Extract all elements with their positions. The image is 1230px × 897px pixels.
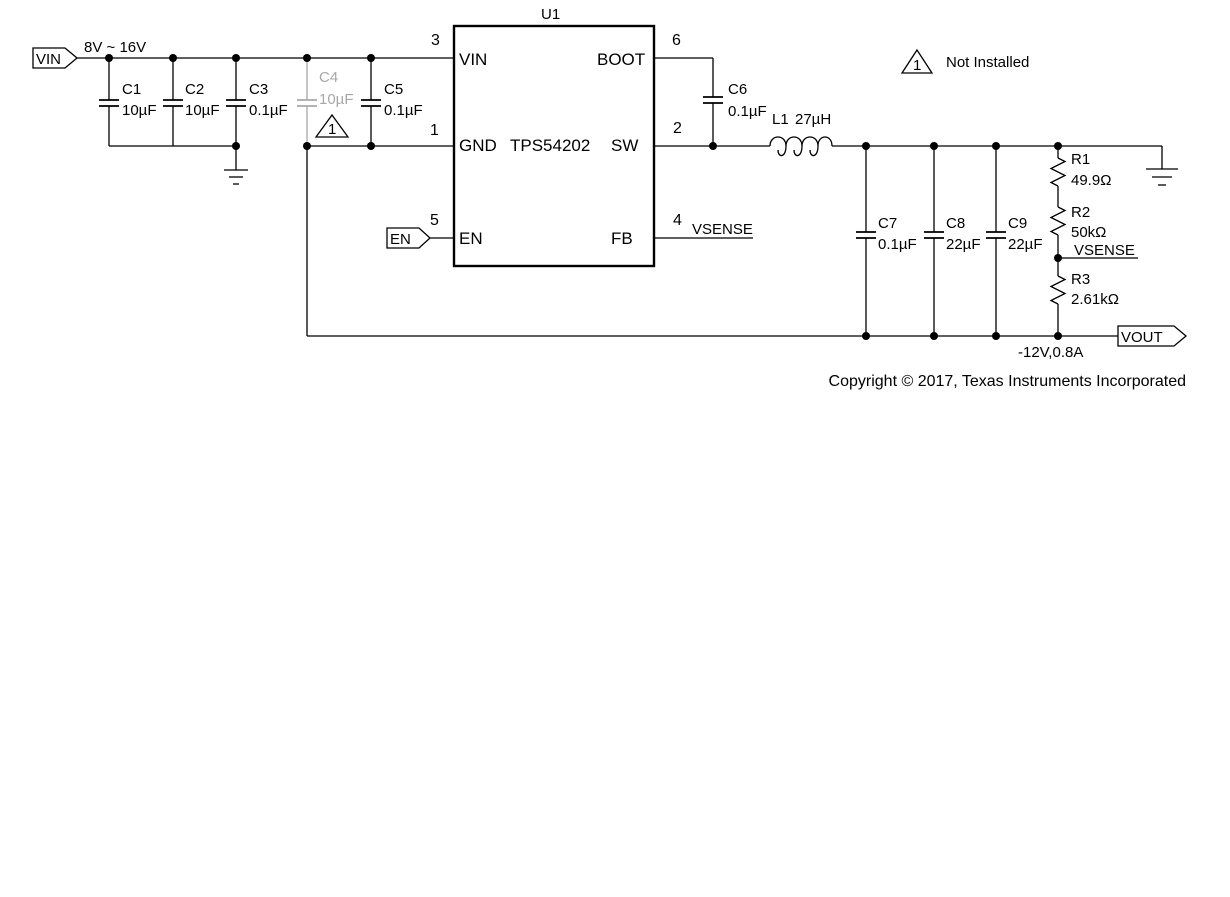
junction-dot	[367, 142, 375, 150]
c8-ref: C8	[946, 215, 965, 232]
vin-range-label: 8V ~ 16V	[84, 39, 146, 56]
capacitor-c4-not-installed: C4 10µF	[297, 58, 354, 146]
junction-dot	[105, 54, 113, 62]
vout-spec-label: -12V,0.8A	[1018, 344, 1083, 361]
legend-marker-number: 1	[913, 57, 921, 74]
c4-not-installed-marker: 1	[314, 113, 350, 138]
c8-value: 22µF	[946, 236, 981, 253]
inductor-l1: L1 27µH	[769, 111, 833, 157]
legend-text: Not Installed	[946, 54, 1029, 71]
r1-value: 49.9Ω	[1071, 172, 1111, 189]
en-port-label: EN	[390, 231, 411, 248]
capacitor-c8: C8 22µF	[924, 146, 981, 336]
capacitor-c5: C5 0.1µF	[361, 58, 423, 146]
ic-ref-label: U1	[541, 6, 560, 23]
c2-ref: C2	[185, 81, 204, 98]
resistor-r3: R3 2.61kΩ	[1049, 258, 1119, 336]
vin-port-flag	[32, 47, 79, 69]
input-section: VIN 8V ~ 16V C1 10µF C2 10µF C3	[32, 39, 454, 336]
l1-ref: L1	[772, 111, 789, 128]
junction-dot	[992, 332, 1000, 340]
vout-port-flag	[1117, 325, 1188, 347]
c6-ref: C6	[728, 81, 747, 98]
junction-dot	[992, 142, 1000, 150]
c1-ref: C1	[122, 81, 141, 98]
c7-ref: C7	[878, 215, 897, 232]
c1-value: 10µF	[122, 102, 157, 119]
junction-dot	[930, 142, 938, 150]
junction-dot	[862, 332, 870, 340]
input-ground-symbol	[224, 169, 248, 185]
c9-ref: C9	[1008, 215, 1027, 232]
junction-dot	[1054, 254, 1062, 262]
vsense-fb-label: VSENSE	[692, 221, 753, 238]
vin-port-label: VIN	[36, 51, 61, 68]
junction-dot	[862, 142, 870, 150]
junction-dot	[303, 142, 311, 150]
junction-dot	[367, 54, 375, 62]
vout-port-label: VOUT	[1121, 329, 1163, 346]
c5-ref: C5	[384, 81, 403, 98]
r3-ref: R3	[1071, 271, 1090, 288]
legend-triangle-icon	[900, 48, 934, 74]
resistor-r2: R2 50kΩ	[1049, 204, 1106, 258]
pin-sw-number: 2	[673, 120, 682, 137]
c3-ref: C3	[249, 81, 268, 98]
capacitor-c6: C6 0.1µF	[703, 58, 767, 146]
pin-sw-name: SW	[611, 136, 638, 155]
r2-value: 50kΩ	[1071, 224, 1106, 241]
junction-dot	[303, 54, 311, 62]
vsense-divider-label: VSENSE	[1074, 242, 1135, 259]
junction-dot	[232, 54, 240, 62]
c9-value: 22µF	[1008, 236, 1043, 253]
ic-part-label: TPS54202	[510, 136, 590, 155]
output-ground-symbol	[1146, 168, 1178, 186]
pin-fb-number: 4	[673, 212, 682, 229]
capacitor-c1: C1 10µF	[99, 58, 157, 146]
resistor-r1: R1 49.9Ω	[1049, 146, 1111, 207]
pin-vin-number: 3	[431, 32, 440, 49]
pin-gnd-number: 1	[430, 122, 439, 139]
capacitor-c2: C2 10µF	[163, 58, 220, 146]
junction-dot	[930, 332, 938, 340]
junction-dot	[1054, 142, 1062, 150]
junction-dot	[709, 142, 717, 150]
copyright-notice: Copyright © 2017, Texas Instruments Inco…	[829, 373, 1186, 390]
not-installed-legend: 1 Not Installed	[900, 48, 1029, 74]
c5-value: 0.1µF	[384, 102, 423, 119]
pin-vin-name: VIN	[459, 50, 487, 69]
en-port-flag	[386, 227, 431, 249]
output-section: C6 0.1µF L1 27µH C7 0.1µF	[307, 57, 1188, 361]
c2-value: 10µF	[185, 102, 220, 119]
c4-marker-number: 1	[328, 121, 336, 138]
c7-value: 0.1µF	[878, 236, 917, 253]
junction-dot	[232, 142, 240, 150]
c3-value: 0.1µF	[249, 102, 288, 119]
r1-ref: R1	[1071, 151, 1090, 168]
capacitor-c9: C9 22µF	[986, 146, 1043, 336]
c4-value: 10µF	[319, 91, 354, 108]
pin-fb-name: FB	[611, 229, 633, 248]
r2-ref: R2	[1071, 204, 1090, 221]
capacitor-c3: C3 0.1µF	[226, 58, 288, 146]
capacitor-c7: C7 0.1µF	[856, 146, 917, 336]
r3-value: 2.61kΩ	[1071, 291, 1119, 308]
ic-u1: U1 TPS54202 VIN GND EN BOOT SW FB 3 1 5 …	[430, 6, 682, 268]
pin-en-name: EN	[459, 229, 483, 248]
pin-boot-name: BOOT	[597, 50, 645, 69]
junction-dot	[1054, 332, 1062, 340]
c6-value: 0.1µF	[728, 103, 767, 120]
pin-en-number: 5	[430, 212, 439, 229]
pin-boot-number: 6	[672, 32, 681, 49]
junction-dot	[169, 54, 177, 62]
l1-value: 27µH	[795, 111, 831, 128]
pin-gnd-name: GND	[459, 136, 497, 155]
c4-ref: C4	[319, 69, 338, 86]
